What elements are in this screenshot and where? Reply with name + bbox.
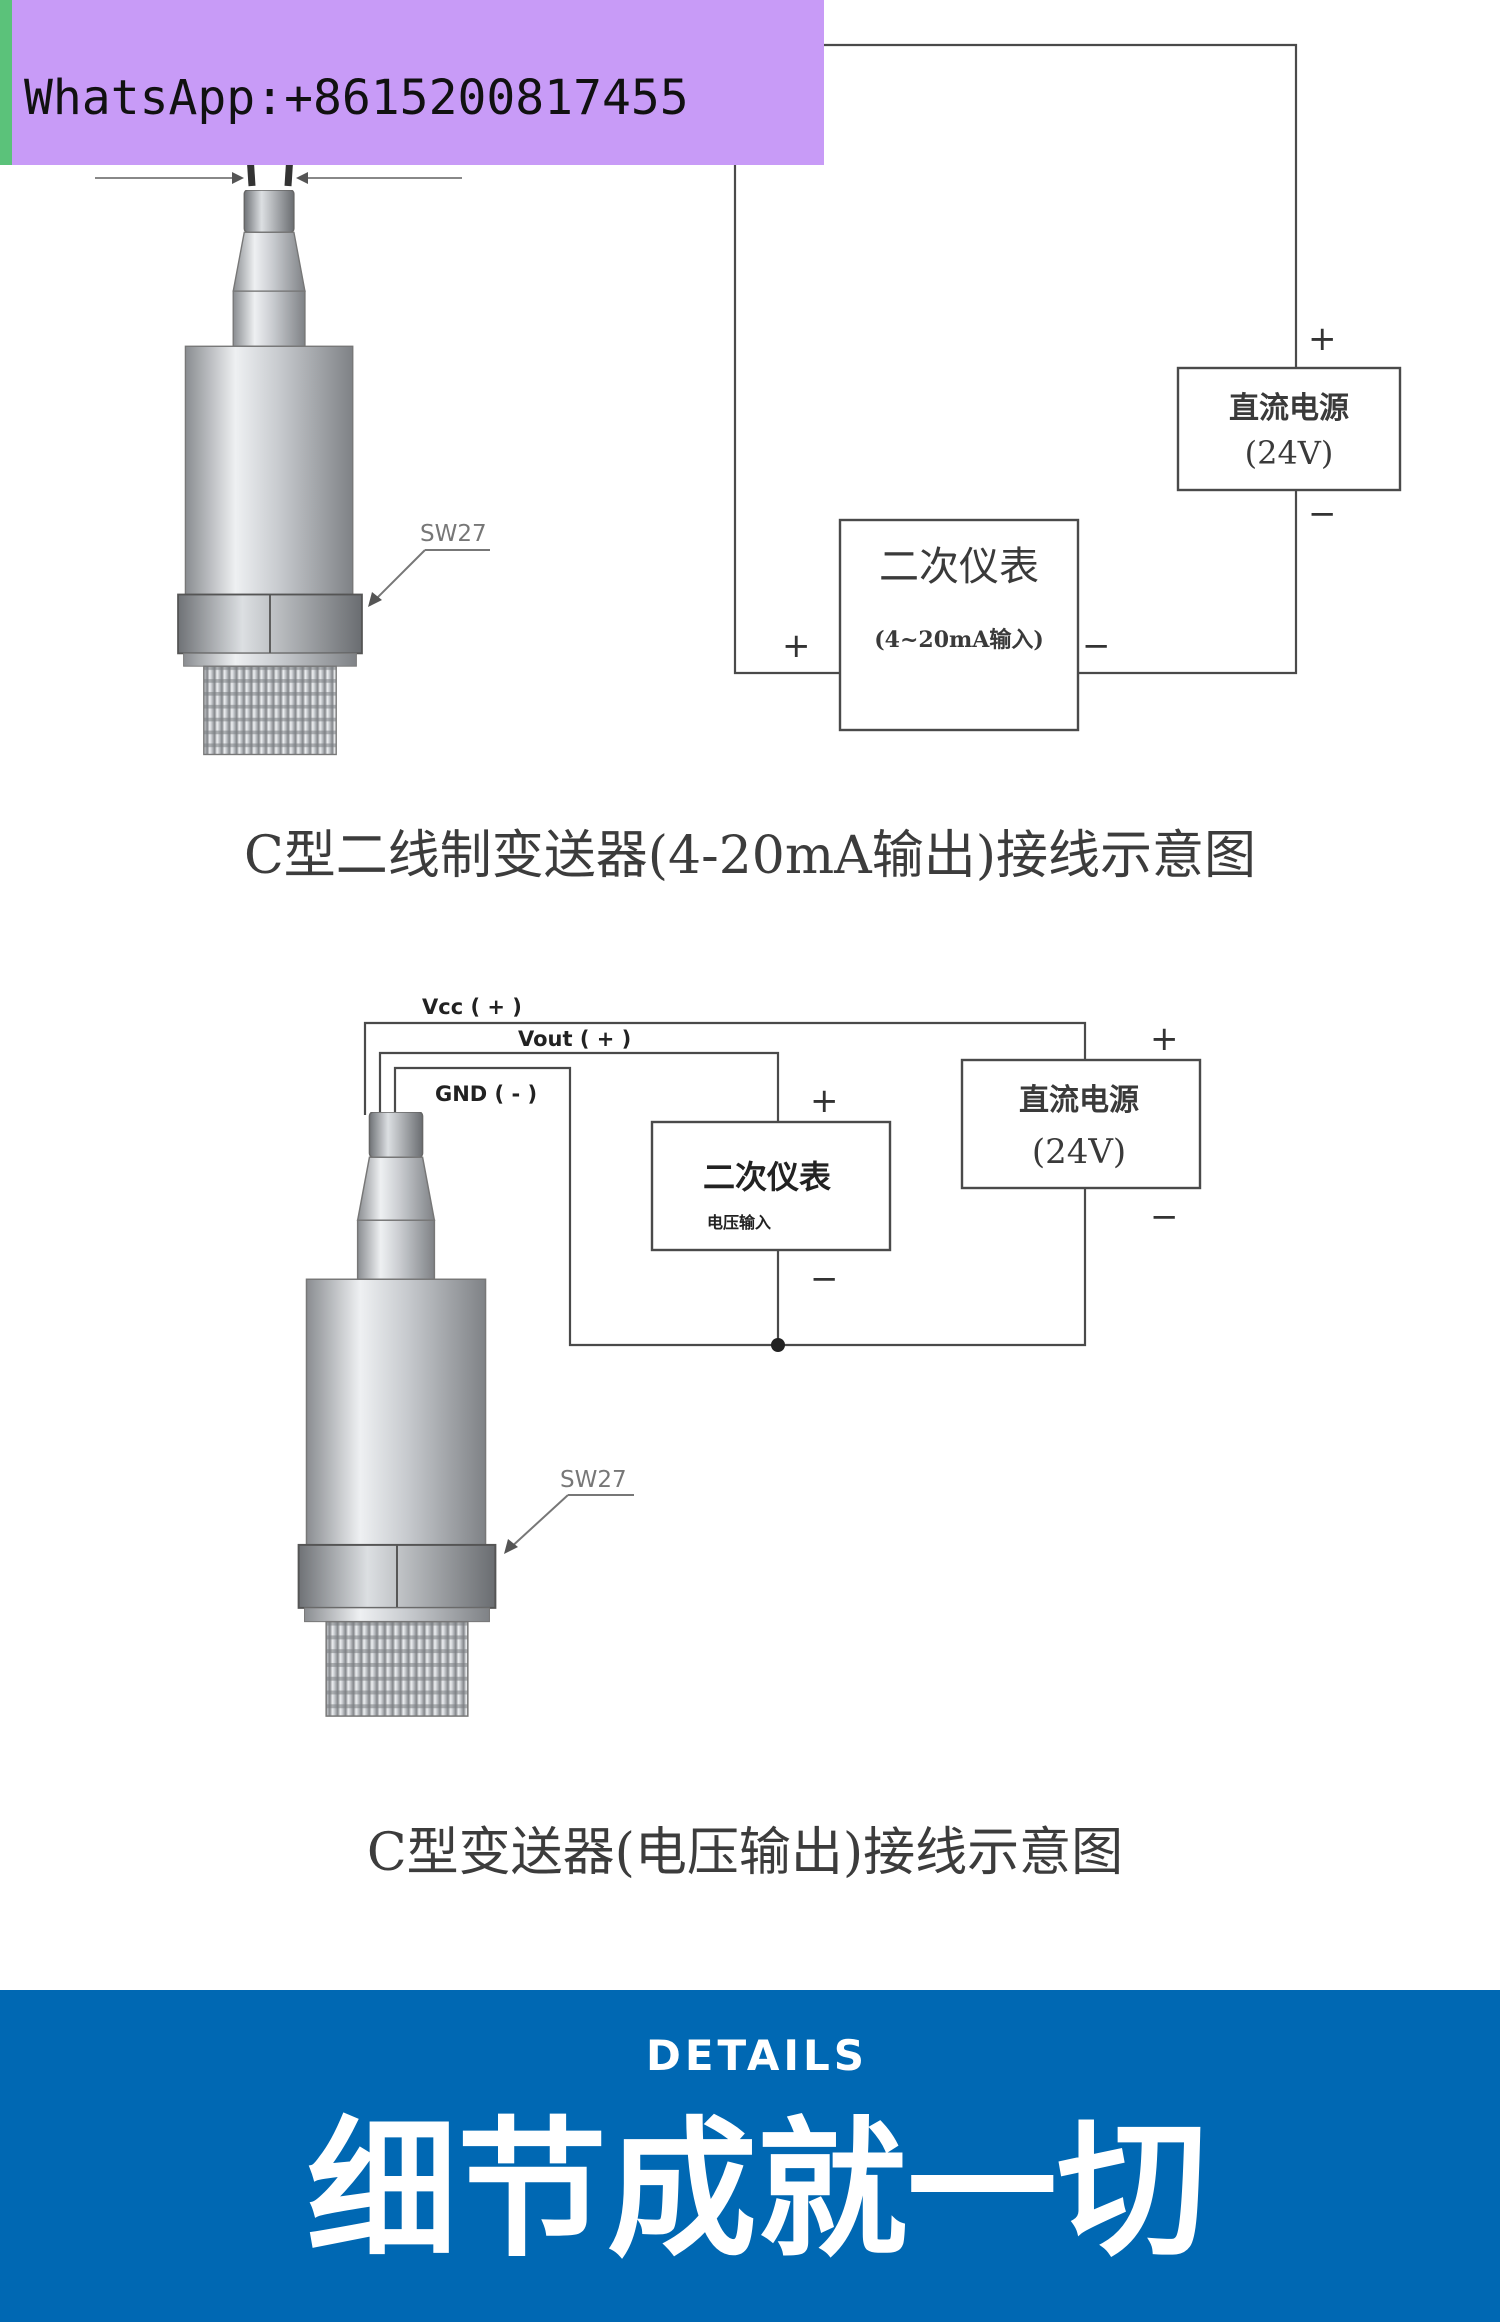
power2-minus-sign: − (1150, 1197, 1179, 1237)
diagram1-caption: C型二线制变送器(4-20mA输出)接线示意图 (244, 826, 1256, 886)
sw-label: SW27 (420, 521, 487, 547)
watermark-accent-bar (0, 0, 12, 165)
vcc-label: Vcc ( + ) (422, 995, 522, 1019)
power-supply-title: 直流电源 (1229, 391, 1349, 426)
wire-meter-to-power (1078, 490, 1298, 675)
vout-label: Vout ( + ) (518, 1027, 631, 1051)
diagram-two-wire: SW27 直流电源 (24V) + − 二次仪表 (4~20mA输入) + − … (95, 0, 1402, 886)
meter-plus-sign: + (782, 626, 811, 666)
sw-pointer-line (369, 549, 426, 606)
diagram2-caption: C型变送器(电压输出)接线示意图 (367, 1823, 1123, 1883)
wire-gnd (393, 1066, 1087, 1347)
meter-minus-sign: − (1082, 626, 1111, 666)
meter2-subtitle: 电压输入 (707, 1213, 771, 1232)
meter-box-2 (650, 1120, 892, 1252)
junction-dot (771, 1338, 785, 1352)
watermark-text: WhatsApp:+8615200817455 (24, 70, 689, 126)
power2-voltage: (24V) (1032, 1132, 1126, 1172)
wire-vout (378, 1051, 780, 1122)
whatsapp-watermark: WhatsApp:+8615200817455 (0, 0, 824, 165)
power2-plus-sign: + (1150, 1019, 1179, 1059)
gnd-label: GND ( - ) (435, 1082, 537, 1106)
banner-background (0, 1990, 1500, 2322)
meter2-minus-sign: − (810, 1259, 839, 1299)
watermark-background (0, 0, 824, 165)
meter-title: 二次仪表 (879, 544, 1039, 590)
details-banner: DETAILS 细节成就一切 (0, 1990, 1500, 2322)
power-minus-sign: − (1308, 494, 1337, 534)
meter-box (838, 518, 1080, 732)
banner-subtitle: DETAILS (646, 2031, 868, 2080)
banner-title: 细节成就一切 (307, 2104, 1207, 2278)
power-supply-box (1176, 366, 1402, 492)
wire-vcc (363, 1021, 1087, 1115)
meter2-plus-sign: + (810, 1081, 839, 1121)
power-supply-voltage: (24V) (1245, 434, 1334, 472)
sw2-pointer-line (507, 1494, 569, 1551)
pressure-transmitter-2 (297, 1112, 497, 1718)
power-supply-box-2 (960, 1058, 1202, 1190)
meter-subtitle: (4~20mA输入) (874, 627, 1044, 653)
wire-sensor-to-meter (733, 160, 840, 675)
power2-title: 直流电源 (1019, 1083, 1139, 1118)
meter2-title: 二次仪表 (703, 1158, 831, 1196)
sw2-label: SW27 (560, 1467, 627, 1493)
power-plus-sign: + (1308, 319, 1337, 359)
diagram-voltage-output: Vcc ( + ) Vout ( + ) GND ( - ) SW27 二次仪表… (297, 995, 1202, 1883)
